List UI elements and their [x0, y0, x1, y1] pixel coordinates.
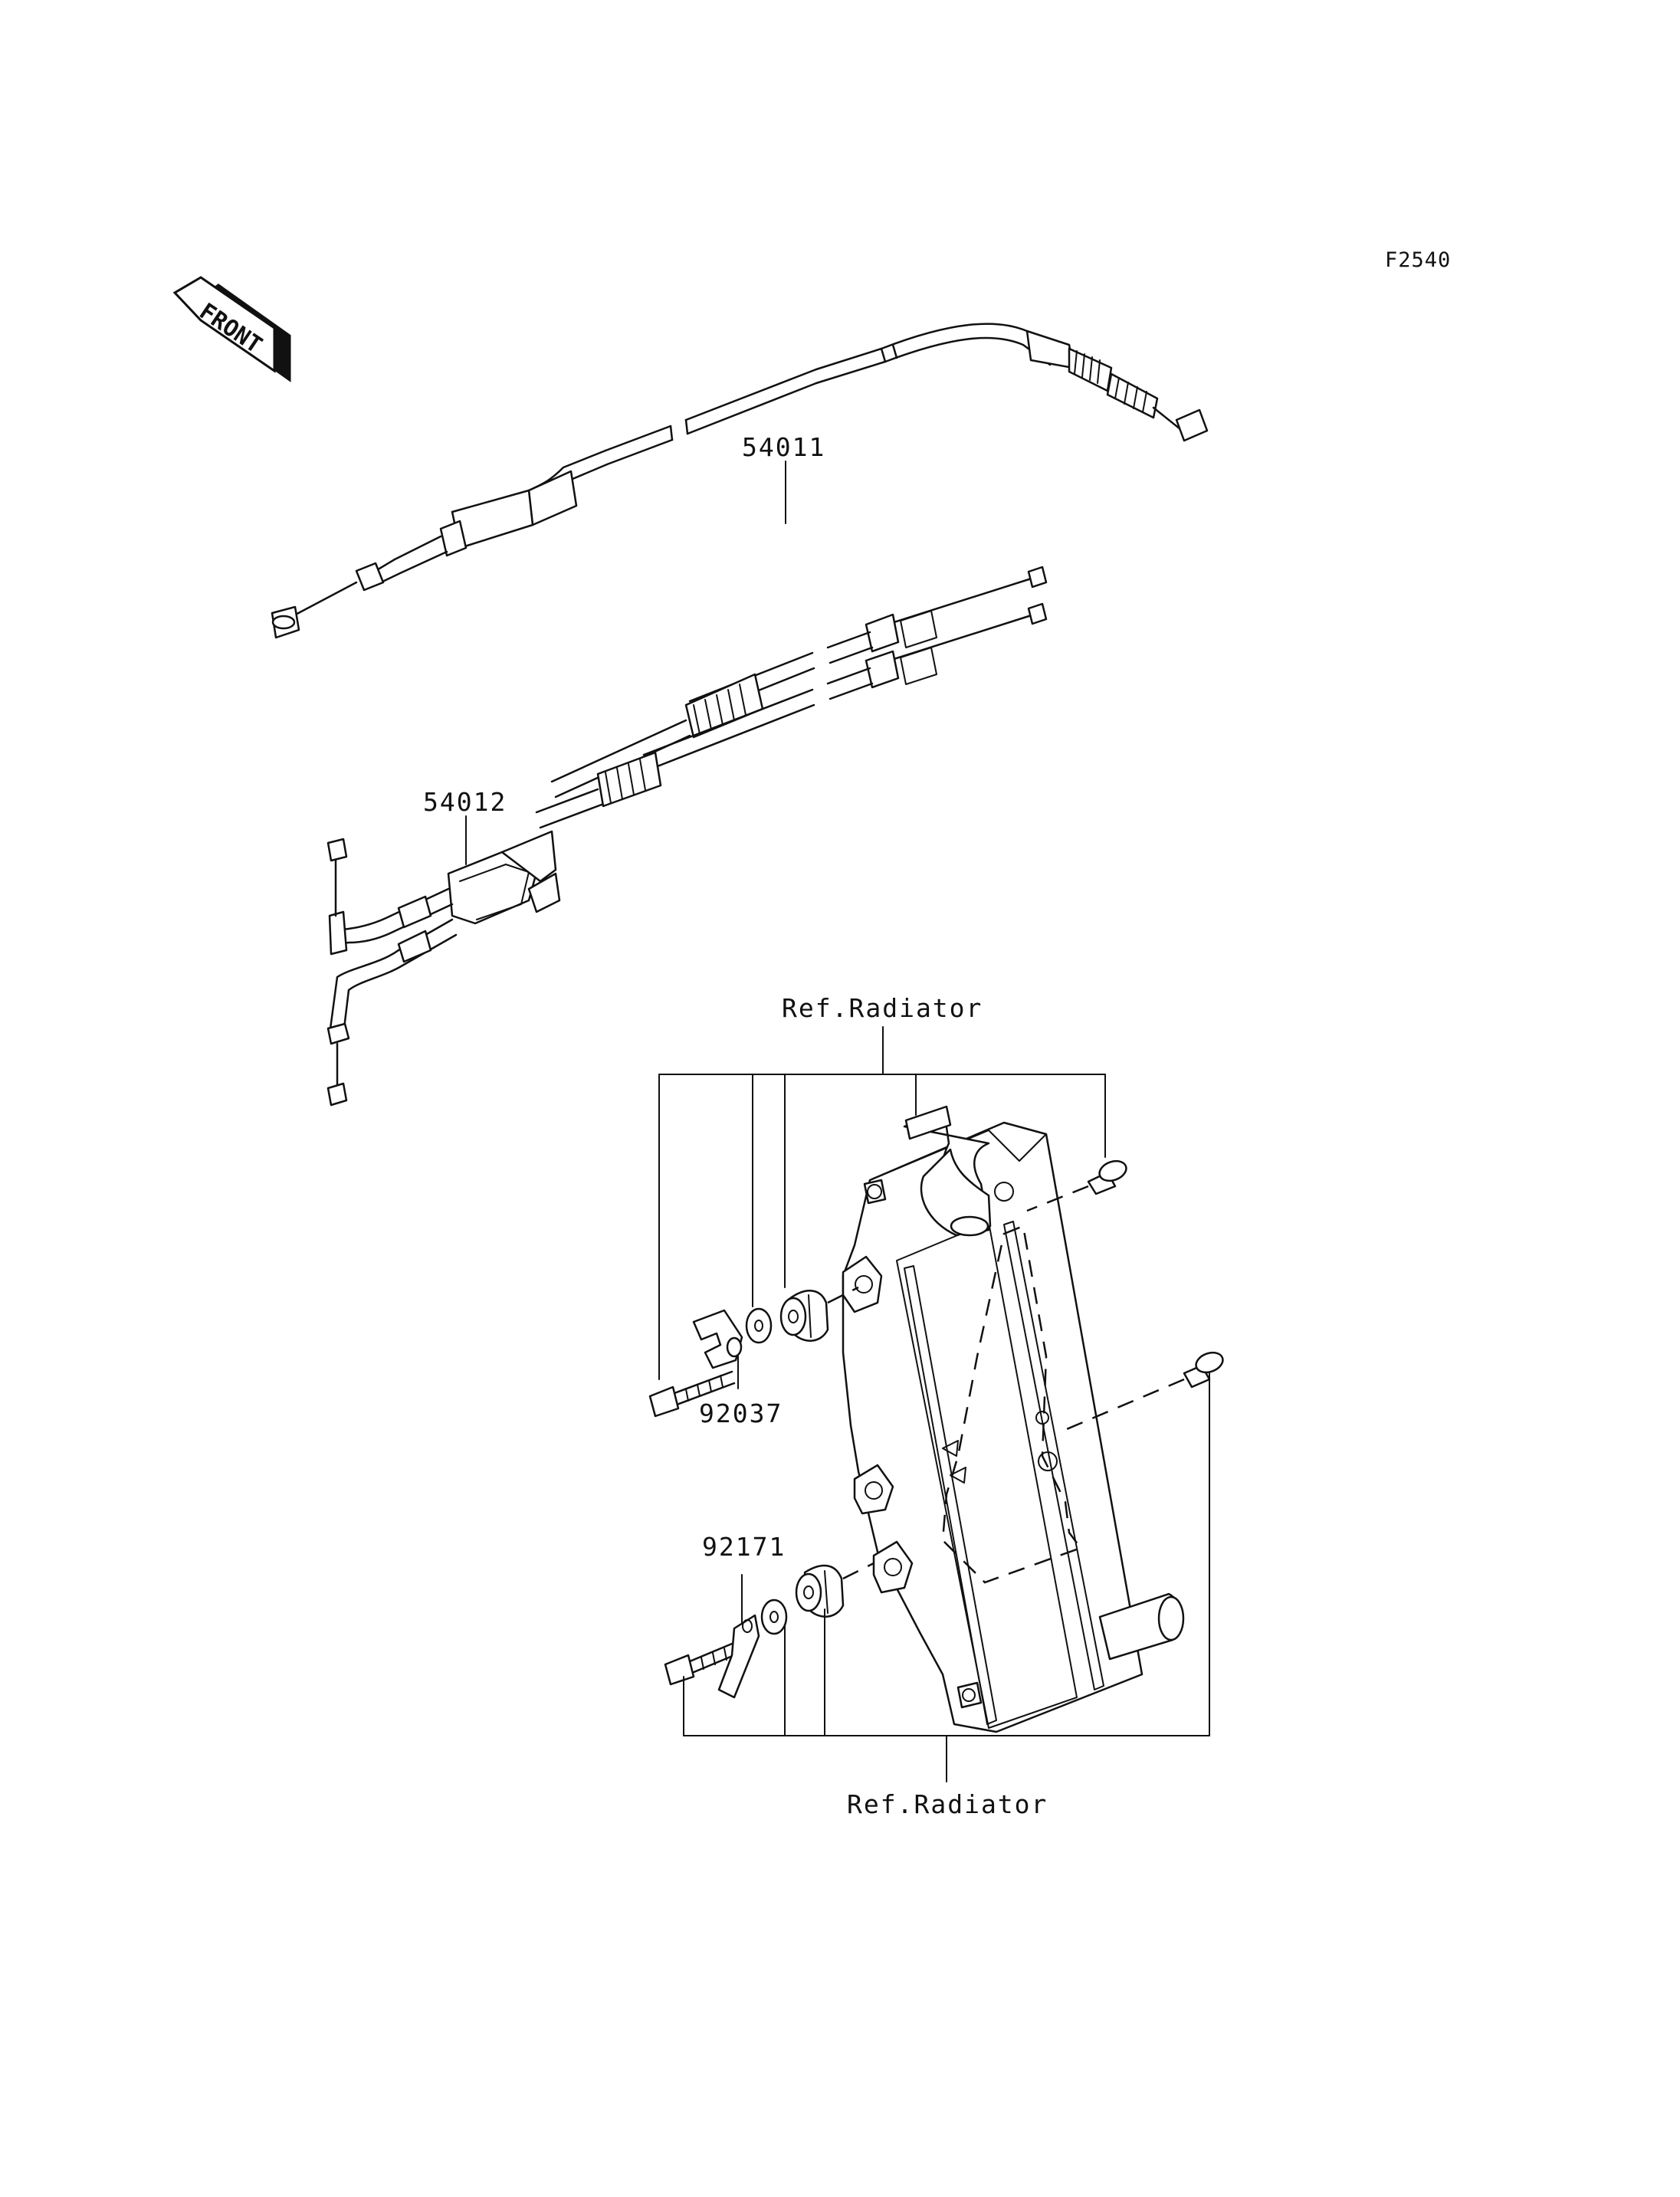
radiator — [842, 1105, 1185, 1733]
throttle-cable-54012 — [326, 566, 1048, 1107]
diagram-code: F2540 — [1385, 248, 1451, 272]
upper-mount-hardware — [648, 1159, 1127, 1418]
lower-mount-hardware — [664, 1562, 874, 1699]
part-number-54012: 54012 — [423, 787, 507, 817]
part-number-92037: 92037 — [699, 1399, 783, 1428]
part-number-92171: 92171 — [702, 1532, 786, 1562]
part-number-54011: 54011 — [742, 432, 825, 462]
reference-label-bottom: Ref.Radiator — [847, 1789, 1048, 1819]
reference-bracket-bottom — [683, 1372, 1210, 1782]
throttle-cable-54011 — [271, 323, 1209, 639]
reference-label-top: Ref.Radiator — [782, 993, 983, 1023]
front-arrow-icon: FRONT — [172, 276, 291, 382]
reference-bracket-top — [658, 1026, 1106, 1380]
